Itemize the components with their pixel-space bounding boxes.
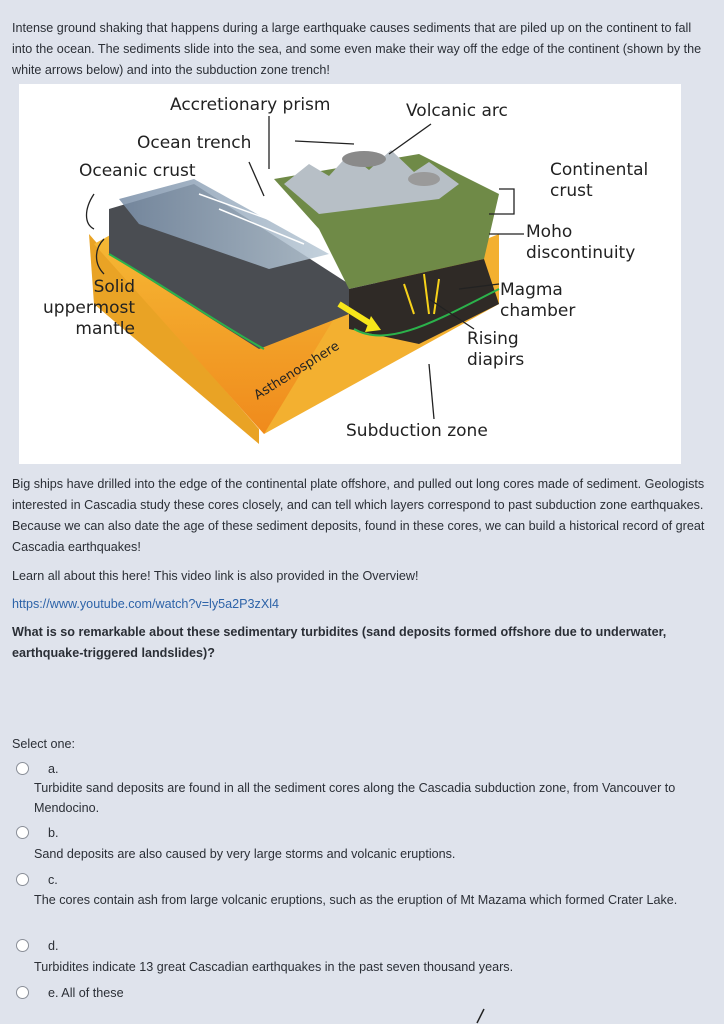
moho-line: [353, 288, 500, 337]
option-a-radio[interactable]: [16, 762, 29, 775]
crust-green-line: [108, 253, 265, 350]
mountains: [284, 150, 459, 214]
option-d-letter: d.: [48, 939, 59, 953]
option-b-radio[interactable]: [16, 826, 29, 839]
volcano-smoke-2: [408, 172, 440, 186]
mantle-left-face: [89, 234, 259, 444]
video-link[interactable]: https://www.youtube.com/watch?v=ly5a2P3z…: [12, 597, 280, 611]
option-b-letter: b.: [48, 826, 59, 840]
question-text: What is so remarkable about these sedime…: [12, 625, 667, 660]
cursor-mark: [476, 1008, 485, 1024]
label-subduction-zone: Subduction zone: [346, 421, 488, 441]
option-a-text[interactable]: Turbidite sand deposits are found in all…: [34, 781, 676, 815]
subduction-arrow: [337, 301, 373, 327]
option-c-radio[interactable]: [16, 873, 29, 886]
label-rising-diapirs: Rising diapirs: [467, 329, 525, 370]
label-accretionary-prism: Accretionary prism: [170, 95, 331, 115]
learn-more-text: Learn all about this here! This video li…: [12, 569, 419, 583]
option-d-text[interactable]: Turbidites indicate 13 great Cascadian e…: [34, 960, 514, 974]
label-magma-chamber: Magma chamber: [500, 280, 576, 321]
intro-paragraph: Intense ground shaking that happens duri…: [12, 21, 702, 77]
option-e-label[interactable]: e. All of these: [48, 986, 124, 1000]
label-volcanic-arc: Volcanic arc: [406, 101, 508, 121]
select-prompt: Select one:: [12, 737, 76, 751]
leader-lines: [85, 116, 524, 420]
volcano-smoke: [342, 151, 386, 167]
diagram-artwork: [85, 116, 524, 444]
magma-streaks: [403, 273, 440, 315]
subduction-arrow-head: [365, 316, 381, 332]
option-c-text[interactable]: The cores contain ash from large volcani…: [34, 893, 678, 907]
sediment-arrows: [198, 193, 310, 245]
continental-crust-face: [349, 259, 499, 344]
subduction-diagram: Accretionary prism Volcanic arc Ocean tr…: [19, 84, 681, 464]
option-d-radio[interactable]: [16, 939, 29, 952]
label-continental-crust: Continental crust: [550, 160, 649, 201]
ocean-surface: [119, 179, 329, 269]
option-c-letter: c.: [48, 873, 58, 887]
option-b-text[interactable]: Sand deposits are also caused by very la…: [34, 847, 456, 861]
label-moho: Moho discontinuity: [526, 222, 636, 263]
option-e-radio[interactable]: [16, 986, 29, 999]
label-ocean-trench: Ocean trench: [137, 133, 252, 153]
label-solid-mantle: Solid uppermost mantle: [43, 277, 135, 339]
body-paragraph: Big ships have drilled into the edge of …: [12, 477, 705, 554]
label-oceanic-crust: Oceanic crust: [79, 161, 196, 181]
option-a-letter: a.: [48, 762, 59, 776]
